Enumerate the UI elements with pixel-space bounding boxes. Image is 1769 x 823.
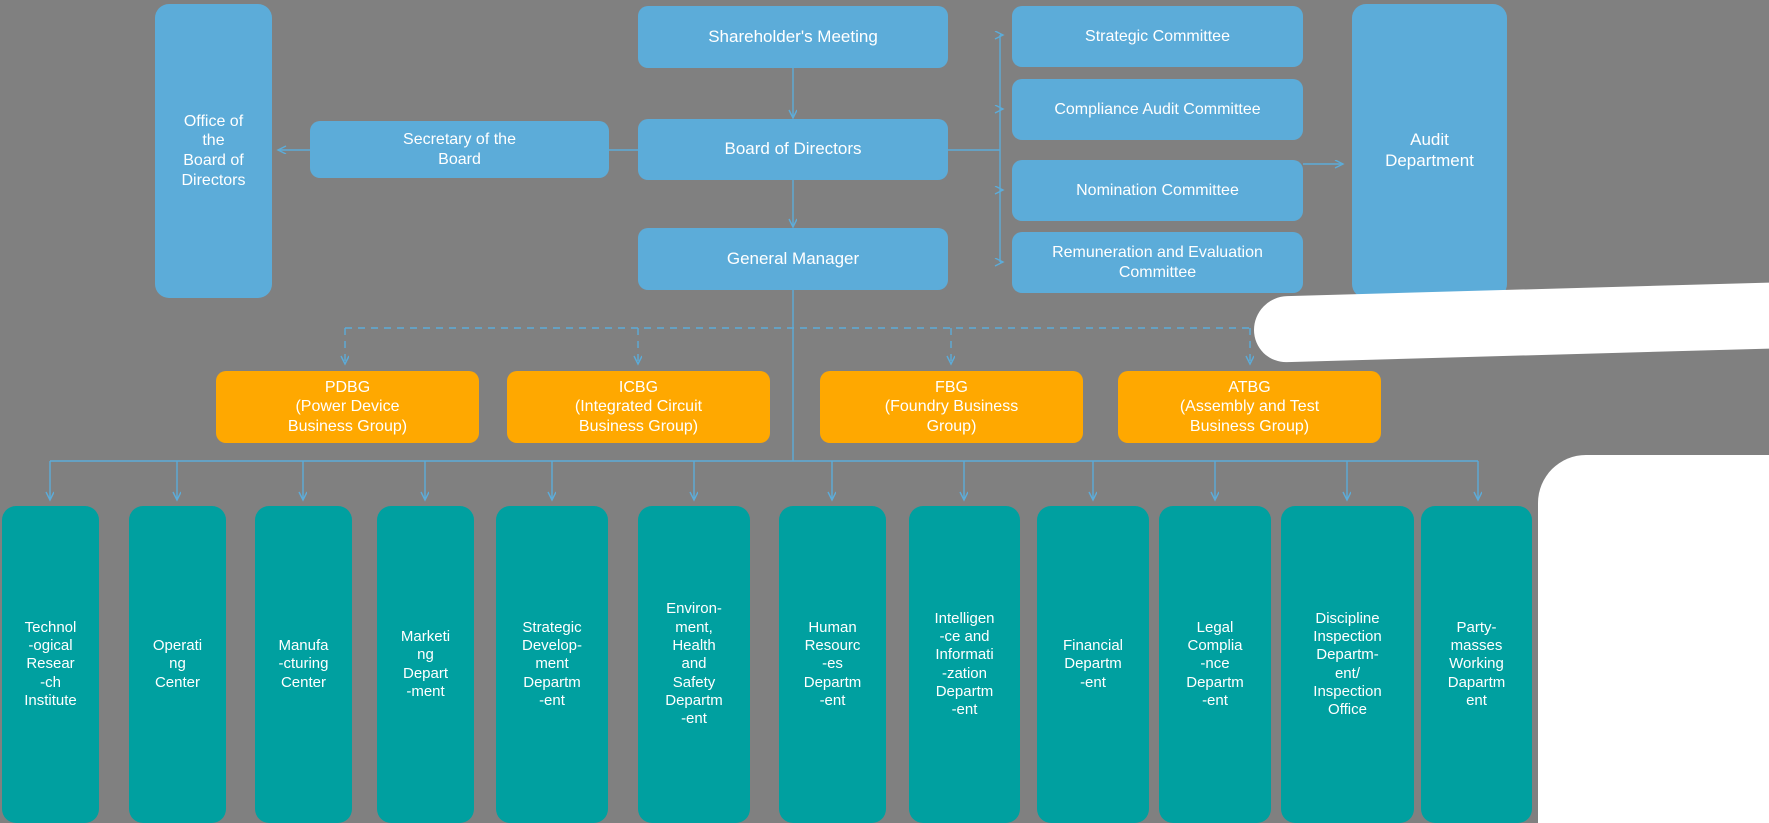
node-business-group-pdbg[interactable]: PDBG (Power Device Business Group) bbox=[216, 371, 479, 443]
node-business-group-fbg[interactable]: FBG (Foundry Business Group) bbox=[820, 371, 1083, 443]
node-department-marketing[interactable]: Marketi ng Depart -ment bbox=[377, 506, 474, 823]
node-department-intelligence-informatization[interactable]: Intelligen -ce and Informati -zation Dep… bbox=[909, 506, 1020, 823]
node-committee-strategic[interactable]: Strategic Committee bbox=[1012, 6, 1303, 67]
node-business-group-atbg[interactable]: ATBG (Assembly and Test Business Group) bbox=[1118, 371, 1381, 443]
node-department-legal-compliance[interactable]: Legal Complia -nce Departm -ent bbox=[1159, 506, 1271, 823]
node-department-environment-health-safety[interactable]: Environ- ment, Health and Safety Departm… bbox=[638, 506, 750, 823]
node-department-strategic-development[interactable]: Strategic Develop- ment Departm -ent bbox=[496, 506, 608, 823]
node-board-of-directors[interactable]: Board of Directors bbox=[638, 119, 948, 180]
node-committee-nomination[interactable]: Nomination Committee bbox=[1012, 160, 1303, 221]
node-department-financial[interactable]: Financial Departm -ent bbox=[1037, 506, 1149, 823]
node-secretary-of-the-board[interactable]: Secretary of the Board bbox=[310, 121, 609, 178]
node-general-manager[interactable]: General Manager bbox=[638, 228, 948, 290]
node-committee-remuneration-evaluation[interactable]: Remuneration and Evaluation Committee bbox=[1012, 232, 1303, 293]
node-shareholders-meeting[interactable]: Shareholder's Meeting bbox=[638, 6, 948, 68]
node-department-party-masses-working[interactable]: Party- masses Working Dapartm ent bbox=[1421, 506, 1532, 823]
node-department-operating-center[interactable]: Operati ng Center bbox=[129, 506, 226, 823]
node-business-group-icbg[interactable]: ICBG (Integrated Circuit Business Group) bbox=[507, 371, 770, 443]
node-audit-department[interactable]: Audit Department bbox=[1352, 4, 1507, 298]
node-committee-compliance-audit[interactable]: Compliance Audit Committee bbox=[1012, 79, 1303, 140]
node-department-human-resources[interactable]: Human Resourc -es Departm -ent bbox=[779, 506, 886, 823]
node-office-of-the-board[interactable]: Office of the Board of Directors bbox=[155, 4, 272, 298]
node-department-manufacturing-center[interactable]: Manufa -cturing Center bbox=[255, 506, 352, 823]
node-department-technological-research-institute[interactable]: Technol -ogical Resear -ch Institute bbox=[2, 506, 99, 823]
white-overlay-shape-bottom bbox=[1538, 455, 1769, 823]
white-overlay-shape-top bbox=[1254, 282, 1769, 363]
node-department-discipline-inspection[interactable]: Discipline Inspection Departm- ent/ Insp… bbox=[1281, 506, 1414, 823]
